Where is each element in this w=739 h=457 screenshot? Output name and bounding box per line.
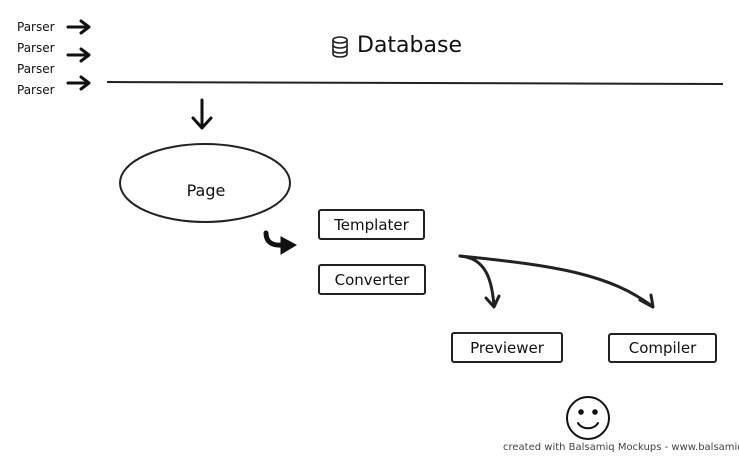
parser-arrow-1 [66,19,91,35]
database-divider-line [106,81,724,85]
previewer-node: Previewer [451,332,563,363]
smiley-icon [566,396,610,440]
compiler-node: Compiler [608,333,717,363]
templater-node: Templater [318,209,425,240]
parser-arrow-3 [66,75,91,91]
converter-to-previewer-arrow [458,254,496,308]
database-icon [332,36,348,58]
db-to-page-arrow [191,98,213,130]
parser-label-4: Parser [17,83,55,97]
database-title: Database [357,33,462,58]
page-node-label: Page [186,180,226,200]
parser-arrow-2 [66,47,91,63]
parser-label-3: Parser [17,62,55,76]
converter-to-compiler-arrow [458,254,654,308]
page-node-shape [119,143,291,223]
previewer-arrowhead [484,294,501,309]
footer-credit: created with Balsamiq Mockups - www.bals… [503,442,739,453]
page-to-processors-arrow [263,230,298,255]
parser-label-2: Parser [17,41,55,55]
parser-label-1: Parser [17,20,55,34]
converter-node: Converter [318,264,426,295]
compiler-arrowhead [638,293,655,309]
